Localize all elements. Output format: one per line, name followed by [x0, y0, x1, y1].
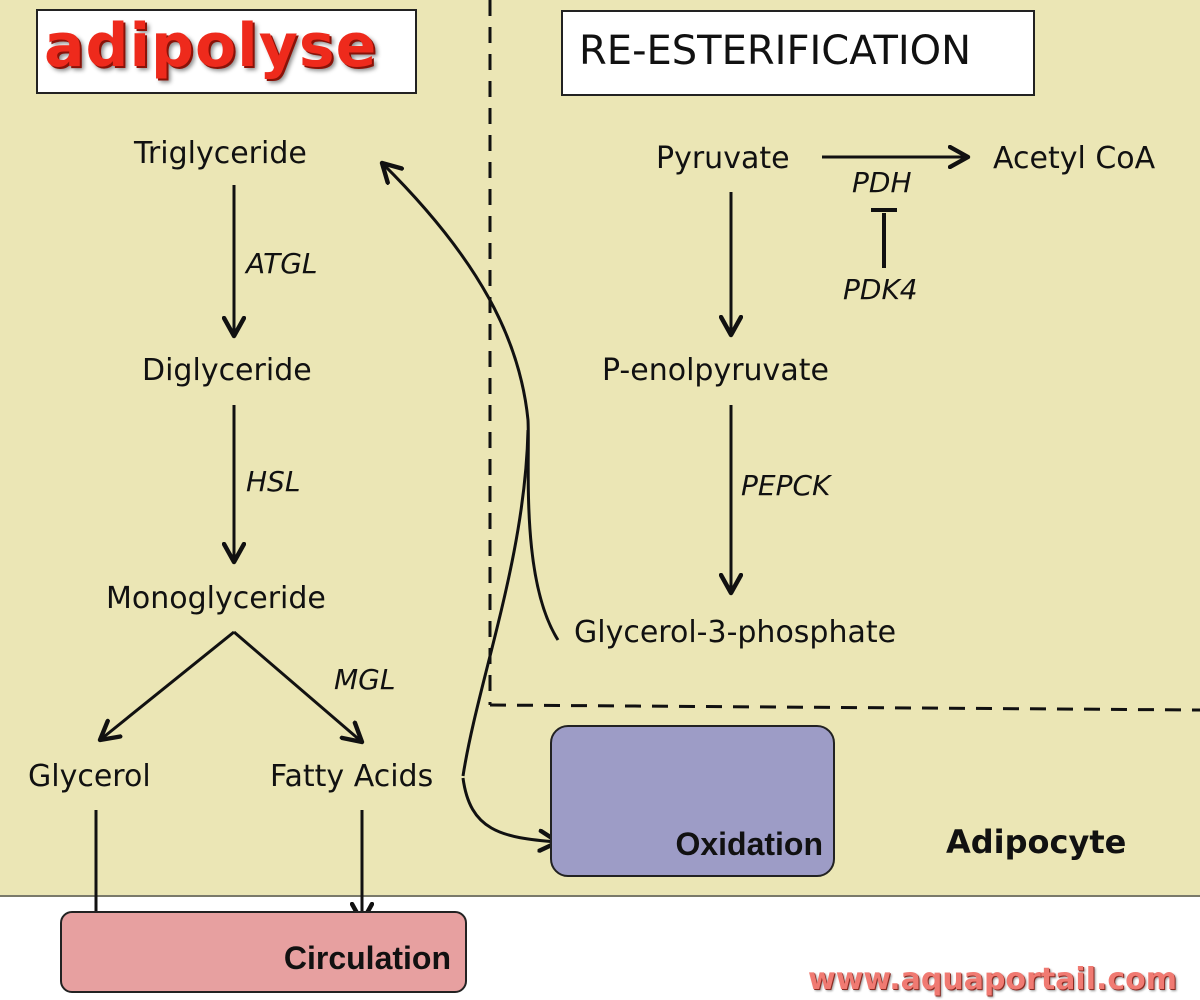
- label-circulation: Circulation: [283, 940, 451, 976]
- enzyme-hsl: HSL: [246, 465, 301, 498]
- label-fatty-acids: Fatty Acids: [270, 759, 434, 794]
- enzyme-pepck: PEPCK: [741, 469, 831, 502]
- label-pyruvate: Pyruvate: [656, 141, 790, 176]
- title-box-reesterification: RE-ESTERIFICATION: [561, 10, 1035, 96]
- oxidation-box: Oxidation: [550, 725, 835, 877]
- label-p-enolpyruvate: P-enolpyruvate: [602, 353, 829, 388]
- label-oxidation: Oxidation: [675, 826, 823, 862]
- label-triglyceride: Triglyceride: [134, 136, 307, 171]
- enzyme-mgl: MGL: [334, 663, 396, 696]
- title-reesterification: RE-ESTERIFICATION: [579, 28, 972, 74]
- arrow-monoglyceride-to-glycerol: [100, 630, 235, 740]
- enzyme-atgl: ATGL: [246, 247, 318, 280]
- label-diglyceride: Diglyceride: [142, 353, 312, 388]
- label-glycerol-3-phosphate: Glycerol-3-phosphate: [574, 615, 897, 650]
- enzyme-pdh: PDH: [852, 166, 912, 199]
- title-box-adipolyse: adipolyse: [36, 9, 417, 94]
- label-adipocyte: Adipocyte: [946, 823, 1127, 861]
- arrow-fatty-acids-to-oxidation-lower: [461, 777, 558, 842]
- title-adipolyse: adipolyse: [44, 11, 378, 81]
- label-monoglyceride: Monoglyceride: [106, 581, 326, 616]
- horizontal-dashed-divider: [489, 703, 1200, 712]
- circulation-box: Circulation: [60, 911, 467, 993]
- arrow-monoglyceride-to-fatty-acids: [233, 630, 362, 742]
- label-acetyl-coa: Acetyl CoA: [993, 141, 1156, 176]
- enzyme-pdk4: PDK4: [843, 273, 918, 306]
- label-glycerol: Glycerol: [28, 759, 151, 794]
- arrow-fatty-acids-to-oxidation: [461, 429, 530, 777]
- arrow-glycerol3p-to-triglyceride: [382, 163, 560, 641]
- watermark: www.aquaportail.com: [808, 962, 1178, 997]
